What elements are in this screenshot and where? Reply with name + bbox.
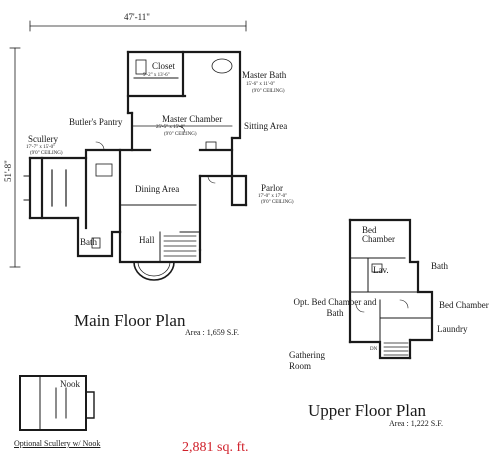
parlor-label: Parlor bbox=[261, 183, 283, 193]
upper-floor-title: Upper Floor Plan bbox=[308, 401, 427, 420]
overall-depth-label: 51'-8" bbox=[3, 160, 13, 182]
parlor-ceiling: (9'0" CEILING) bbox=[261, 200, 294, 205]
bed-chamber-2-label: Bed Chamber bbox=[439, 300, 489, 310]
parlor-dimensions: 17'-0" x 17'-0" bbox=[258, 194, 288, 199]
nook-label: Nook bbox=[60, 379, 80, 389]
closet-label: Closet bbox=[152, 61, 176, 71]
hall-label: Hall bbox=[139, 235, 155, 245]
bed-chamber-label: Bed Chamber bbox=[362, 225, 395, 244]
total-square-footage: 2,881 sq. ft. bbox=[182, 440, 249, 455]
butlers-pantry-label: Butler's Pantry bbox=[69, 117, 123, 127]
master-chamber-dimensions: 25'-5" x 15'-8" bbox=[156, 125, 186, 130]
overall-depth-dimension-line bbox=[9, 47, 21, 268]
optional-scullery-caption: Optional Scullery w/ Nook bbox=[14, 439, 101, 448]
master-bath-ceiling: (9'0" CEILING) bbox=[252, 89, 285, 94]
upper-bath-label: Bath bbox=[431, 261, 448, 271]
main-floor-title: Main Floor Plan bbox=[74, 311, 186, 330]
overall-width-dimension-line bbox=[29, 20, 247, 32]
scullery-ceiling: (9'0" CEILING) bbox=[30, 151, 63, 156]
gathering-room-label: Gathering Room bbox=[289, 350, 325, 371]
opt-bed-chamber-label: Opt. Bed Chamber and Bath bbox=[293, 297, 377, 319]
scullery-label: Scullery bbox=[28, 134, 58, 144]
bath-label: Bath bbox=[80, 237, 97, 247]
dining-area-label: Dining Area bbox=[135, 184, 180, 194]
main-floor-area: Area : 1,659 S.F. bbox=[185, 328, 240, 337]
master-chamber-ceiling: (9'0" CEILING) bbox=[164, 132, 197, 137]
lav-label: Lav. bbox=[373, 265, 389, 275]
overall-width-label: 47'-11" bbox=[124, 12, 150, 22]
upper-floor-area: Area : 1,222 S.F. bbox=[389, 419, 444, 428]
stair-dn-label: DN bbox=[370, 347, 378, 352]
master-bath-dimensions: 15'-6" x 11'-0" bbox=[246, 82, 276, 87]
master-chamber-label: Master Chamber bbox=[162, 114, 223, 124]
optional-scullery-plan bbox=[19, 375, 95, 431]
sitting-area-label: Sitting Area bbox=[244, 121, 288, 131]
main-floor-plan bbox=[23, 50, 248, 281]
scullery-dimensions: 17'-7" x 15'-0" bbox=[26, 145, 56, 150]
closet-dimensions: 9'-2" x 13'-6" bbox=[143, 73, 170, 78]
laundry-label: Laundry bbox=[437, 324, 468, 334]
master-bath-label: Master Bath bbox=[242, 70, 287, 80]
upper-floor-plan bbox=[348, 218, 434, 360]
